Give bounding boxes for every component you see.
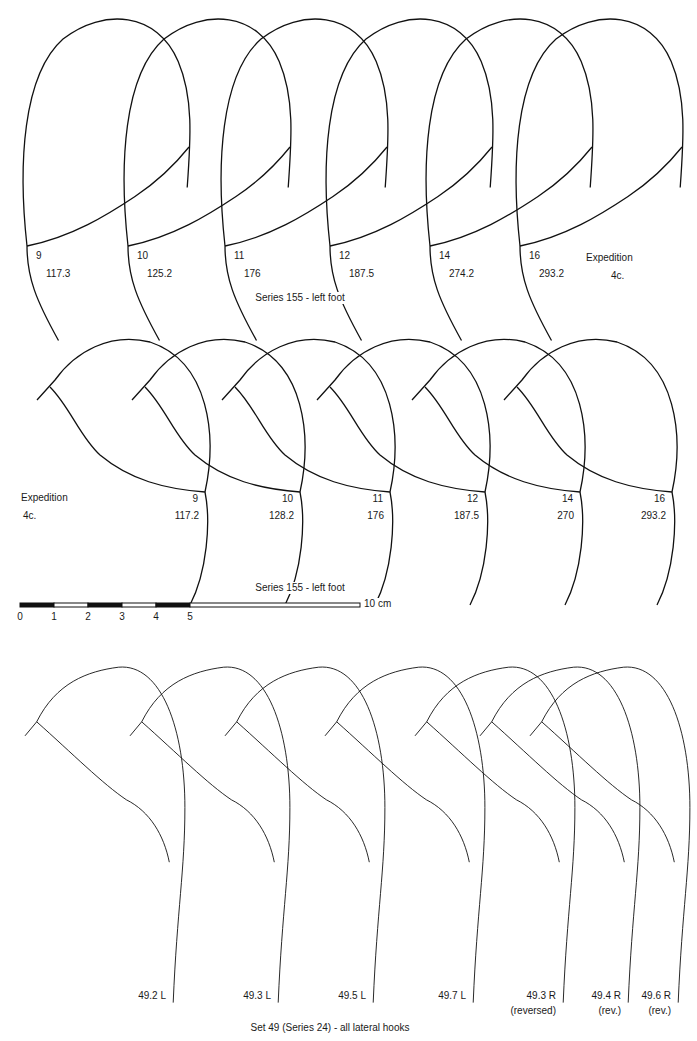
foot-outline <box>412 339 585 605</box>
scale-label: 3 <box>118 611 126 623</box>
hook-outline <box>415 667 575 1003</box>
specimen-label: 274.2 <box>448 268 475 280</box>
specimen-label: 270 <box>556 510 575 522</box>
hook-outline <box>480 667 640 1003</box>
foot-outline <box>37 339 210 605</box>
specimen-label: 11 <box>372 493 384 505</box>
foot-outline <box>222 339 395 605</box>
scale-label: 1 <box>50 611 58 623</box>
foot-outline <box>426 19 593 340</box>
specimen-label: 12 <box>466 493 479 505</box>
hook-outline <box>225 667 385 1003</box>
specimen-label: 49.6 R <box>641 990 672 1002</box>
foot-outline <box>221 19 388 340</box>
specimen-label: 11 <box>233 250 245 262</box>
foot-outline <box>23 19 190 340</box>
scale-label: 10 cm <box>363 598 392 610</box>
hook-outline <box>530 667 690 1003</box>
row3-outlines <box>25 667 690 1003</box>
expedition-note: 4c. <box>610 270 625 282</box>
specimen-label: 187.5 <box>348 268 375 280</box>
specimen-label: 10 <box>281 493 294 505</box>
figure-caption: Set 49 (Series 24) - all lateral hooks <box>250 1022 411 1034</box>
expedition-note: Expedition <box>20 492 69 504</box>
specimen-label: 12 <box>338 250 351 262</box>
foot-outline <box>326 19 493 340</box>
specimen-label: (rev.) <box>647 1005 672 1017</box>
scale-label: 4 <box>152 611 160 623</box>
specimen-label: 293.2 <box>538 268 565 280</box>
scale-label: 0 <box>16 611 24 623</box>
foot-outline <box>317 339 490 605</box>
scale-label: 2 <box>84 611 92 623</box>
specimen-label: 9 <box>35 250 43 262</box>
specimen-label: 128.2 <box>268 510 295 522</box>
specimen-label: 176 <box>243 268 262 280</box>
scale-label: 5 <box>186 611 194 623</box>
specimen-label: (rev.) <box>597 1005 622 1017</box>
specimen-label: 125.2 <box>146 268 173 280</box>
specimen-label: 49.4 R <box>591 990 622 1002</box>
specimen-label: 293.2 <box>640 510 667 522</box>
foot-outline <box>132 339 305 605</box>
figure-caption: Series 155 - left foot <box>254 292 346 304</box>
row1-outlines <box>23 19 683 340</box>
specimen-label: 49.5 L <box>337 990 367 1002</box>
expedition-note: 4c. <box>22 510 37 522</box>
specimen-label: 14 <box>438 250 451 262</box>
hook-outline <box>325 667 485 1003</box>
specimen-label: 9 <box>191 493 199 505</box>
scale-bar <box>20 603 360 607</box>
figure-caption: Series 155 - left foot <box>254 582 346 594</box>
expedition-note: Expedition <box>585 252 634 264</box>
specimen-label: 187.5 <box>453 510 480 522</box>
specimen-label: 49.7 L <box>437 990 467 1002</box>
hook-outline <box>130 667 290 1003</box>
hook-outline <box>25 667 185 1003</box>
specimen-label: 176 <box>366 510 385 522</box>
specimen-label: 16 <box>528 250 541 262</box>
specimen-label: (reversed) <box>509 1005 557 1017</box>
specimen-label: 49.3 R <box>526 990 557 1002</box>
specimen-label: 10 <box>136 250 149 262</box>
foot-outline <box>516 19 683 340</box>
specimen-label: 49.3 L <box>242 990 272 1002</box>
specimen-label: 117.2 <box>174 510 200 522</box>
specimen-label: 16 <box>653 493 666 505</box>
row2-outlines <box>37 339 677 605</box>
specimen-label: 117.3 <box>45 268 71 280</box>
specimen-label: 49.2 L <box>137 990 167 1002</box>
foot-outline <box>504 339 677 605</box>
specimen-label: 14 <box>561 493 574 505</box>
